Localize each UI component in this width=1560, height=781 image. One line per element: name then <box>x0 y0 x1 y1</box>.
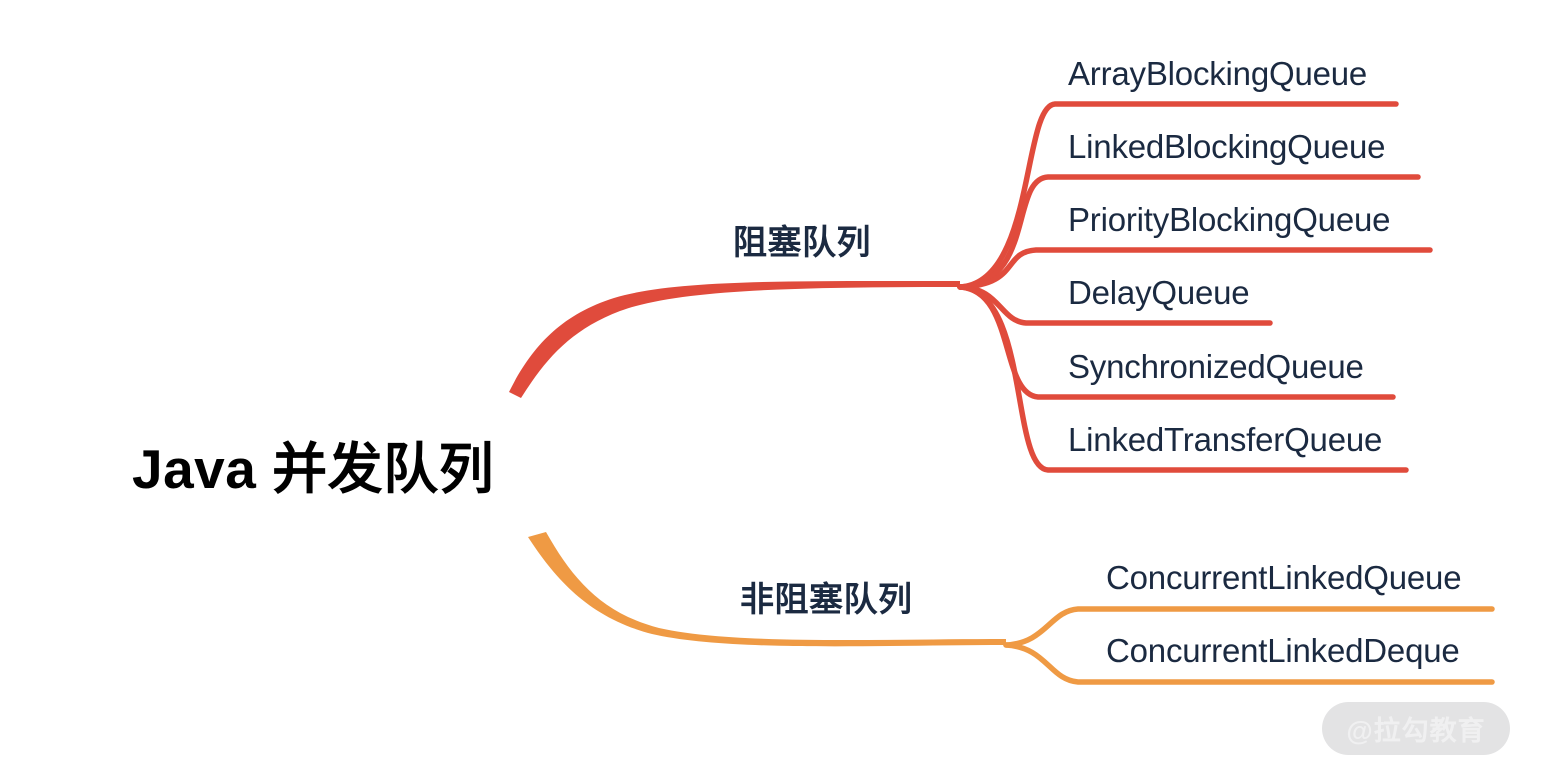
leaf-label-linked-transfer-queue: LinkedTransferQueue <box>1068 421 1383 458</box>
leaf-label-delay-queue: DelayQueue <box>1068 274 1250 311</box>
watermark-badge: @拉勾教育 <box>1322 702 1510 755</box>
leaf-label-array-blocking-queue: ArrayBlockingQueue <box>1068 55 1368 92</box>
watermark-text: @拉勾教育 <box>1346 716 1486 746</box>
blocking-trunk <box>509 280 960 398</box>
blocking-connector-6 <box>957 284 1409 473</box>
nonblocking-connector-2 <box>1003 642 1495 685</box>
nonblocking-branch-wires <box>528 532 1495 685</box>
branch-label-nonblocking: 非阻塞队列 <box>740 581 913 619</box>
leaf-label-concurrent-linked-deque: ConcurrentLinkedDeque <box>1106 632 1460 669</box>
leaf-label-priority-blocking-queue: PriorityBlockingQueue <box>1068 201 1391 238</box>
leaf-label-synchronized-queue: SynchronizedQueue <box>1068 348 1364 385</box>
branch-label-blocking: 阻塞队列 <box>733 224 871 262</box>
leaf-label-concurrent-linked-queue: ConcurrentLinkedQueue <box>1106 559 1462 596</box>
blocking-connector-1 <box>957 101 1399 290</box>
blocking-connector-3 <box>957 247 1433 290</box>
leaf-label-linked-blocking-queue: LinkedBlockingQueue <box>1068 128 1386 165</box>
blocking-branch-wires <box>509 101 1433 473</box>
root-node-label: Java 并发队列 <box>132 438 495 500</box>
nonblocking-connector-1 <box>1003 606 1495 648</box>
